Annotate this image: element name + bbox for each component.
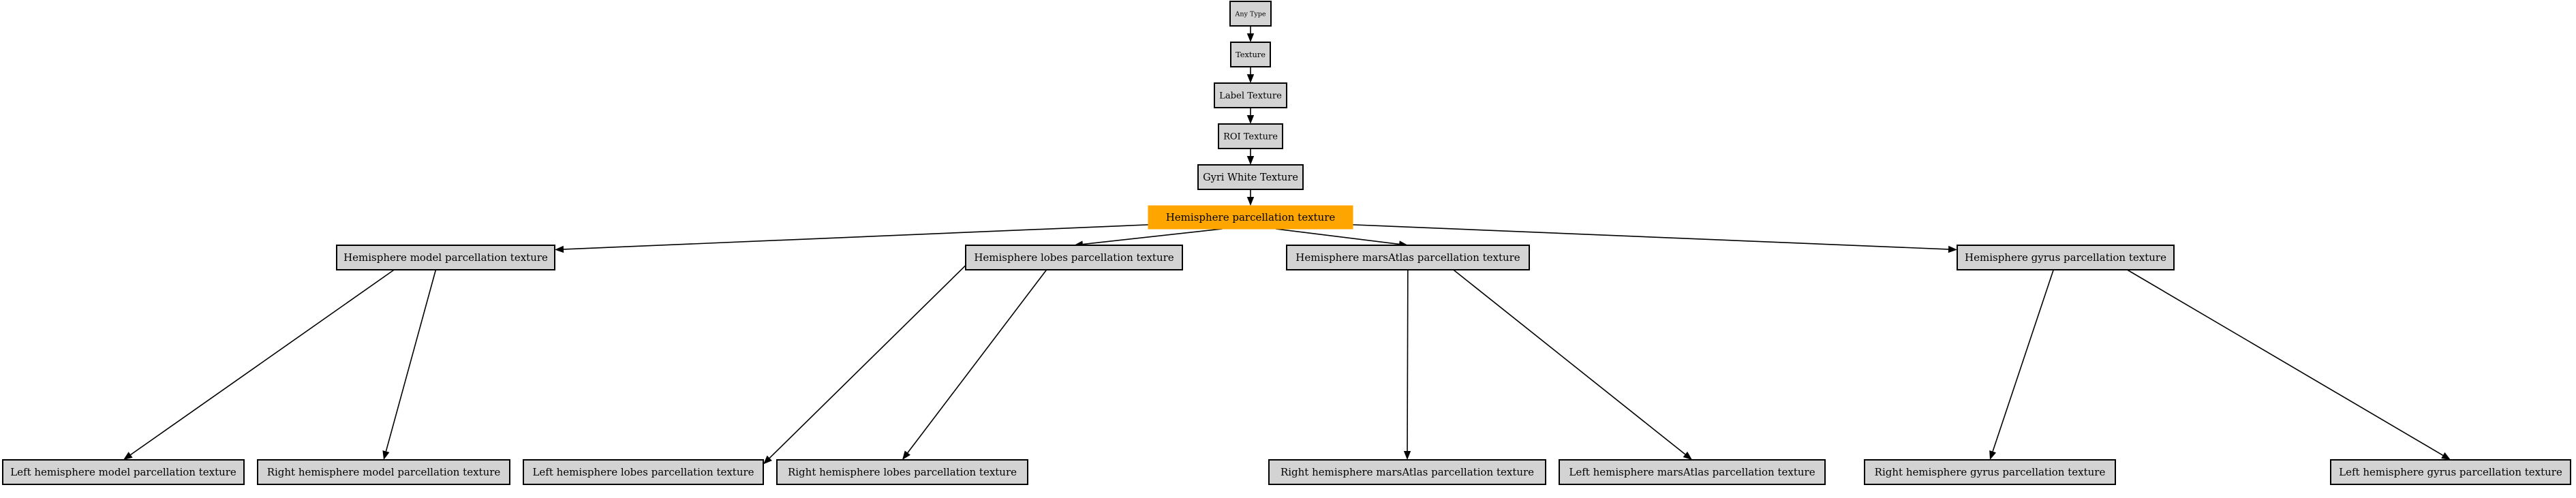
edge-arrowhead-icon [382, 450, 390, 460]
edge-arrowhead-icon [555, 245, 564, 253]
node-hemi-parcellation[interactable]: Hemisphere parcellation texture [1148, 205, 1353, 230]
node-box[interactable] [336, 245, 555, 270]
node-hemi-gyrus[interactable]: Hemisphere gyrus parcellation texture [1957, 245, 2175, 270]
node-box[interactable] [965, 245, 1183, 270]
edge-hemi-model-to-left-model [123, 269, 395, 460]
edge-arrowhead-icon [1246, 197, 1255, 206]
node-right-model[interactable]: Right hemisphere model parcellation text… [257, 459, 510, 485]
node-label: Gyri White Texture [1203, 172, 1298, 183]
node-label: Right hemisphere lobes parcellation text… [788, 466, 1017, 478]
edge-arrowhead-icon [1948, 245, 1957, 253]
node-box[interactable] [2, 459, 245, 485]
node-box[interactable] [1197, 164, 1304, 190]
edge-arrowhead-icon [763, 455, 772, 465]
node-label: Hemisphere parcellation texture [1166, 211, 1336, 223]
node-hemi-model[interactable]: Hemisphere model parcellation texture [336, 245, 555, 270]
node-box[interactable] [1286, 245, 1530, 270]
node-box[interactable] [1957, 245, 2175, 270]
edge-hemi-marsatlas-to-right-marsatlas [1403, 269, 1411, 460]
node-box[interactable] [776, 459, 1028, 485]
edge-hemi-gyrus-to-left-gyrus [2126, 269, 2451, 460]
node-label: Hemisphere marsAtlas parcellation textur… [1295, 251, 1520, 264]
node-box[interactable] [2330, 459, 2571, 485]
edge-arrowhead-icon [1246, 115, 1255, 124]
edge-arrowhead-icon [1246, 74, 1255, 83]
edge-arrowhead-icon [1246, 156, 1255, 165]
edge-hemi-lobes-to-right-lobes [902, 269, 1047, 460]
edge-line [563, 224, 1149, 250]
node-box[interactable] [1214, 82, 1287, 108]
edge-hemi-gyrus-to-right-gyrus [1989, 269, 2054, 460]
edge-arrowhead-icon [1403, 450, 1411, 460]
node-box[interactable] [257, 459, 510, 485]
edge-line [1453, 269, 1686, 455]
edge-hemi-model-to-right-model [382, 269, 437, 460]
edge-arrowhead-icon [2441, 452, 2451, 460]
edges-layer [123, 26, 2451, 465]
node-left-lobes[interactable]: Left hemisphere lobes parcellation textu… [523, 459, 764, 485]
node-roi-texture[interactable]: ROI Texture [1218, 123, 1283, 149]
edge-hemi-parcellation-to-hemi-gyrus [1352, 224, 1957, 253]
node-hemi-lobes[interactable]: Hemisphere lobes parcellation texture [965, 245, 1183, 270]
edge-label-texture-to-roi-texture [1246, 108, 1255, 124]
edge-line [1082, 228, 1223, 245]
node-label: ROI Texture [1223, 132, 1278, 142]
edge-arrowhead-icon [1246, 33, 1255, 42]
edge-gyri-white-texture-to-hemi-parcellation [1246, 189, 1255, 206]
edge-line [1275, 228, 1400, 245]
node-right-gyrus[interactable]: Right hemisphere gyrus parcellation text… [1864, 459, 2116, 485]
node-label: Label Texture [1219, 91, 1282, 102]
node-label: Hemisphere gyrus parcellation texture [1965, 251, 2166, 264]
edge-line [769, 264, 966, 458]
edge-line [130, 269, 395, 456]
node-any-type[interactable]: Any Type [1229, 1, 1272, 27]
node-label: Hemisphere model parcellation texture [343, 251, 548, 264]
node-label: Left hemisphere marsAtlas parcellation t… [1569, 466, 1815, 478]
edge-line [2126, 269, 2444, 456]
node-box[interactable] [1559, 459, 1826, 485]
edge-arrowhead-icon [1683, 451, 1692, 460]
node-left-gyrus[interactable]: Left hemisphere gyrus parcellation textu… [2330, 459, 2571, 485]
node-label: Right hemisphere gyrus parcellation text… [1875, 466, 2106, 478]
edge-arrowhead-icon [902, 450, 911, 460]
node-box[interactable] [1864, 459, 2116, 485]
edge-line [1352, 224, 1949, 250]
node-label: Left hemisphere lobes parcellation textu… [532, 466, 754, 478]
edge-arrowhead-icon [1989, 450, 1997, 460]
edge-line [1992, 269, 2054, 452]
node-label: Texture [1236, 50, 1266, 59]
node-right-marsatlas[interactable]: Right hemisphere marsAtlas parcellation … [1268, 459, 1546, 485]
edge-line [385, 269, 437, 452]
node-box[interactable] [1229, 1, 1272, 27]
edge-any-type-to-texture [1246, 26, 1255, 42]
node-label: Left hemisphere model parcellation textu… [10, 466, 236, 478]
node-left-marsatlas[interactable]: Left hemisphere marsAtlas parcellation t… [1559, 459, 1826, 485]
node-box[interactable] [1268, 459, 1546, 485]
edge-roi-texture-to-gyri-white-texture [1246, 149, 1255, 165]
node-left-model[interactable]: Left hemisphere model parcellation textu… [2, 459, 245, 485]
edge-hemi-marsatlas-to-left-marsatlas [1453, 269, 1692, 460]
edge-line [907, 269, 1047, 454]
node-label: Right hemisphere model parcellation text… [267, 466, 501, 478]
node-gyri-white-texture[interactable]: Gyri White Texture [1197, 164, 1304, 190]
edge-arrowhead-icon [123, 452, 133, 460]
edge-texture-to-label-texture [1246, 67, 1255, 83]
node-box[interactable] [1230, 42, 1271, 67]
node-label: Right hemisphere marsAtlas parcellation … [1281, 466, 1534, 478]
edge-hemi-lobes-to-left-lobes [763, 264, 966, 465]
node-box[interactable] [1218, 123, 1283, 149]
node-label-texture[interactable]: Label Texture [1214, 82, 1287, 108]
node-texture[interactable]: Texture [1230, 42, 1271, 67]
node-box[interactable] [1148, 205, 1353, 230]
edge-line [1407, 269, 1409, 452]
edge-hemi-parcellation-to-hemi-model [555, 224, 1149, 253]
node-label: Hemisphere lobes parcellation texture [974, 251, 1174, 264]
node-label: Left hemisphere gyrus parcellation textu… [2339, 466, 2562, 478]
node-box[interactable] [523, 459, 764, 485]
node-right-lobes[interactable]: Right hemisphere lobes parcellation text… [776, 459, 1028, 485]
node-label: Any Type [1234, 11, 1266, 18]
node-hemi-marsatlas[interactable]: Hemisphere marsAtlas parcellation textur… [1286, 245, 1530, 270]
